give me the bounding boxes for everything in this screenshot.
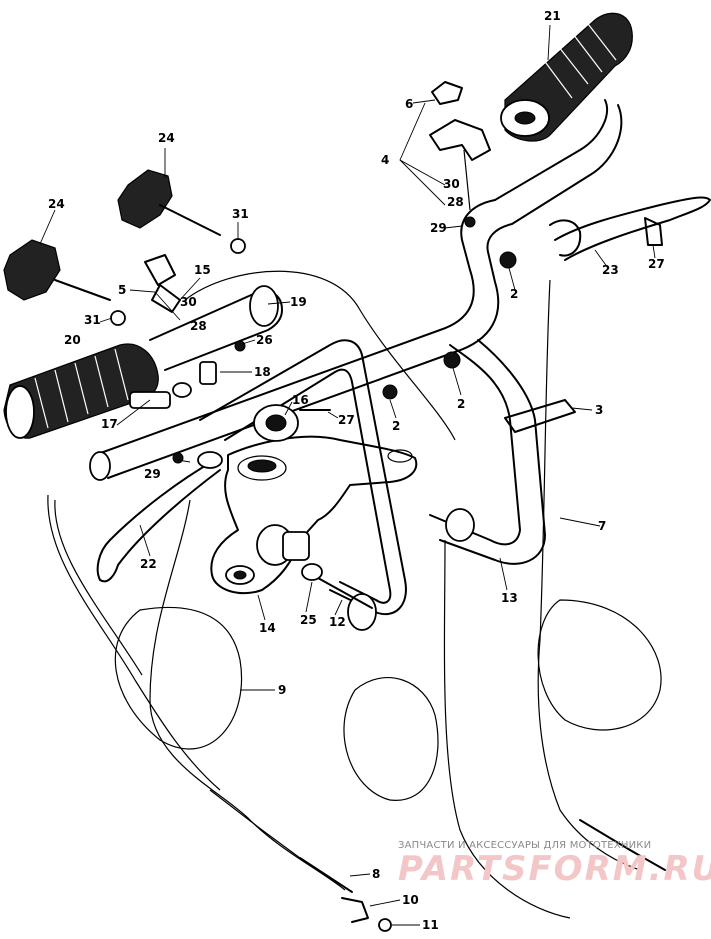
watermark-logo: PARTSFORM.RU bbox=[398, 849, 711, 889]
callout-17: 17 bbox=[101, 417, 118, 431]
brake-lever bbox=[549, 196, 711, 261]
callout-23: 23 bbox=[602, 263, 619, 277]
throttle-grip-tube bbox=[149, 285, 283, 371]
callout-3: 3 bbox=[595, 403, 603, 417]
callout-15: 15 bbox=[194, 263, 211, 277]
callout-31b: 31 bbox=[84, 313, 101, 327]
callout-2a: 2 bbox=[510, 287, 518, 301]
site-watermark: ЗАПЧАСТИ И АКСЕССУАРЫ ДЛЯ МОТОТЕХНИКИ PA… bbox=[398, 840, 711, 889]
small-nuts bbox=[172, 251, 576, 581]
callout-11: 11 bbox=[422, 918, 439, 932]
callout-22: 22 bbox=[140, 557, 157, 571]
throttle-cable bbox=[114, 270, 456, 932]
mirror-knob-lower bbox=[3, 239, 126, 326]
callout-19: 19 bbox=[290, 295, 307, 309]
callout-20: 20 bbox=[64, 333, 81, 347]
callout-24b: 24 bbox=[48, 197, 65, 211]
clutch-cable bbox=[47, 494, 301, 859]
callout-5: 5 bbox=[118, 283, 126, 297]
watermark-text: ЗАПЧАСТИ И АКСЕССУАРЫ ДЛЯ МОТОТЕХНИКИ bbox=[398, 840, 652, 851]
callout-12: 12 bbox=[329, 615, 346, 629]
holder-16 bbox=[253, 404, 331, 442]
callout-29b: 29 bbox=[144, 467, 161, 481]
callout-21: 21 bbox=[544, 9, 561, 23]
brake-cable bbox=[443, 279, 666, 919]
callout-27b: 27 bbox=[648, 257, 665, 271]
callout-30a: 30 bbox=[443, 177, 460, 191]
callout-28a: 28 bbox=[447, 195, 464, 209]
throttle-housing bbox=[129, 254, 217, 409]
callout-4: 4 bbox=[381, 153, 389, 167]
callout-8: 8 bbox=[372, 867, 380, 881]
handle-pipe bbox=[199, 339, 407, 631]
left-grip bbox=[3, 343, 159, 439]
callout-31a: 31 bbox=[232, 207, 249, 221]
callout-25: 25 bbox=[300, 613, 317, 627]
steering-stem bbox=[210, 435, 418, 595]
callout-labels: 21 6 4 30 28 29 24 31 24 15 5 30 19 31 2… bbox=[48, 9, 665, 932]
callout-24a: 24 bbox=[158, 131, 175, 145]
switch-housing bbox=[429, 81, 491, 228]
callout-26: 26 bbox=[256, 333, 273, 347]
callout-13: 13 bbox=[501, 591, 518, 605]
callout-2c: 2 bbox=[392, 419, 400, 433]
callout-28b: 28 bbox=[190, 319, 207, 333]
callout-14: 14 bbox=[259, 621, 276, 635]
right-grip bbox=[500, 12, 633, 142]
callout-18: 18 bbox=[254, 365, 271, 379]
callout-27a: 27 bbox=[338, 413, 355, 427]
callout-7: 7 bbox=[598, 519, 606, 533]
handlebar-pipe bbox=[89, 99, 623, 565]
callout-29a: 29 bbox=[430, 221, 447, 235]
clutch-lever bbox=[96, 451, 223, 583]
callout-9: 9 bbox=[278, 683, 286, 697]
callout-2b: 2 bbox=[457, 397, 465, 411]
callout-10: 10 bbox=[402, 893, 419, 907]
mirror-knob-upper bbox=[117, 169, 246, 254]
leader-lines bbox=[39, 24, 656, 926]
callout-6: 6 bbox=[405, 97, 413, 111]
callout-30b: 30 bbox=[180, 295, 197, 309]
callout-16: 16 bbox=[292, 393, 309, 407]
